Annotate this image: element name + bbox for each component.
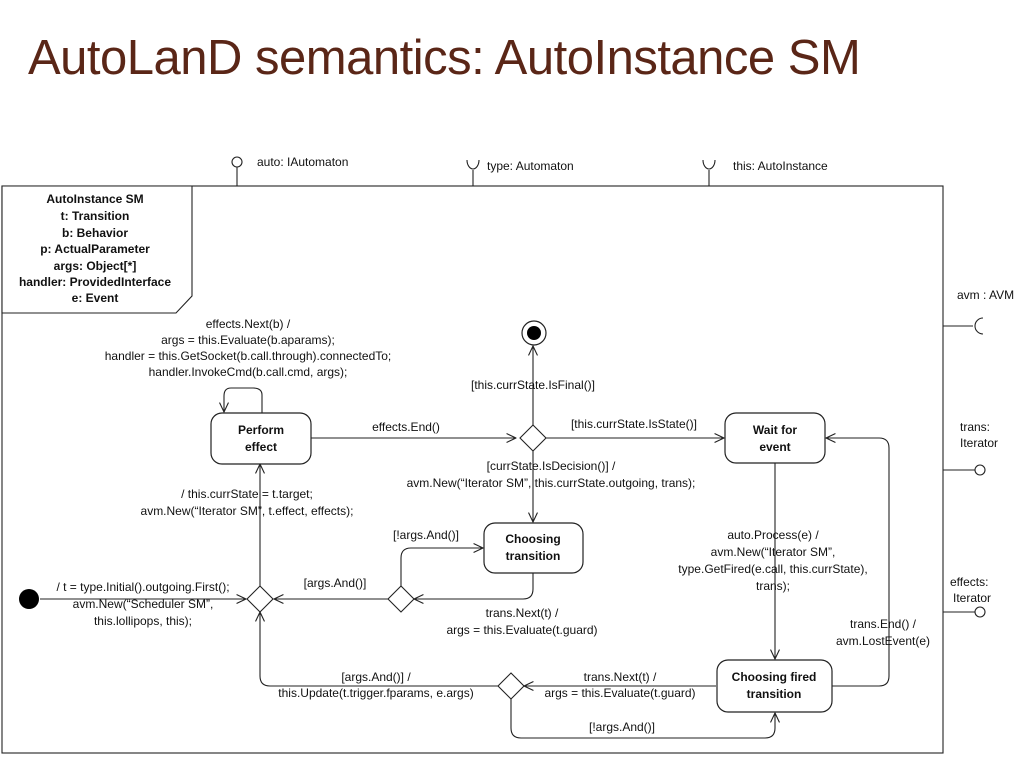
label-to-perform-line-1: / this.currState = t.target; — [181, 487, 313, 501]
label-is-state: [this.currState.IsState()] — [571, 417, 697, 431]
context-line-p: p: ActualParameter — [40, 242, 150, 256]
label-args-update: [args.And()] / this.Update(t.trigger.fpa… — [278, 670, 473, 700]
context-line-t: t: Transition — [61, 209, 130, 223]
decision-node-choosing — [387, 585, 415, 613]
label-auto-process-line-4: trans); — [756, 579, 790, 593]
label-trans-next-2: trans.Next(t) / args = this.Evaluate(t.g… — [544, 670, 695, 700]
label-self-loop: effects.Next(b) / args = this.Evaluate(b… — [105, 317, 392, 379]
label-is-decision: [currState.IsDecision()] / avm.New(“Iter… — [407, 459, 696, 490]
label-trans-next-1-line-1: trans.Next(t) / — [486, 606, 559, 620]
transition-args-update — [260, 612, 498, 687]
state-choosing-transition: Choosing transition — [483, 522, 584, 574]
label-is-decision-line-2: avm.New(“Iterator SM”, this.currState.ou… — [407, 476, 696, 490]
label-self-loop-line-4: handler.InvokeCmd(b.call.cmd, args); — [149, 365, 348, 379]
label-trans-next-1: trans.Next(t) / args = this.Evaluate(t.g… — [446, 606, 597, 637]
transition-trans-end — [826, 438, 890, 687]
state-perform-effect-line-1: Perform — [238, 423, 284, 437]
label-trans-next-2-line-2: args = this.Evaluate(t.guard) — [544, 686, 695, 700]
label-initial: / t = type.Initial().outgoing.First(); a… — [56, 580, 229, 628]
slide-title: AutoLanD semantics: AutoInstance SM — [28, 31, 861, 85]
label-auto-process-line-2: avm.New(“Iterator SM”, — [711, 545, 836, 559]
context-line-args: args: Object[*] — [54, 259, 137, 273]
label-auto-process: auto.Process(e) / avm.New(“Iterator SM”,… — [678, 528, 867, 593]
port-avm: avm : AVM — [943, 288, 1014, 335]
context-line-b: b: Behavior — [62, 226, 128, 240]
context-line-p-type: ActualParameter — [54, 242, 150, 256]
port-auto: auto: IAutomaton — [231, 155, 348, 186]
context-line-p-label: p: — [40, 242, 54, 256]
label-is-decision-line-1: [currState.IsDecision()] / — [487, 459, 616, 473]
state-wait-for-event-line-2: event — [759, 440, 790, 454]
socket-icon — [466, 159, 480, 170]
port-effects-label-1: effects: — [950, 575, 988, 589]
socket-icon — [974, 317, 984, 335]
transition-trans-next-1 — [414, 573, 534, 599]
context-line-handler-label: handler: — [19, 275, 70, 289]
state-choosing-transition-line-2: transition — [506, 549, 561, 563]
label-to-perform-line-2: avm.New(“Iterator SM”, t.effect, effects… — [141, 504, 354, 518]
lollipop-icon — [974, 606, 986, 618]
state-choosing-fired-transition: Choosing fired transition — [716, 659, 833, 713]
label-auto-process-line-3: type.GetFired(e.call, this.currState), — [678, 562, 867, 576]
label-args-update-line-1: [args.And()] / — [341, 670, 411, 684]
label-args-update-line-2: this.Update(t.trigger.fparams, e.args) — [278, 686, 473, 700]
context-line-handler: handler: ProvidedInterface — [19, 275, 171, 289]
port-auto-label: auto: IAutomaton — [257, 155, 348, 169]
state-choosing-fired-line-2: transition — [747, 687, 802, 701]
label-self-loop-line-1: effects.Next(b) / — [206, 317, 291, 331]
initial-pseudostate — [19, 589, 39, 609]
transition-self-loop — [224, 387, 263, 413]
socket-icon — [702, 159, 716, 170]
label-args-and: [args.And()] — [304, 576, 367, 590]
port-trans-label-1: trans: — [960, 420, 990, 434]
port-effects-label-2: Iterator — [953, 591, 991, 605]
label-not-args-2: [!args.And()] — [589, 720, 655, 734]
state-wait-for-event-line-1: Wait for — [753, 423, 798, 437]
label-to-perform: / this.currState = t.target; avm.New(“It… — [141, 487, 354, 518]
state-perform-effect: Perform effect — [210, 412, 312, 465]
port-this: this: AutoInstance — [702, 159, 828, 186]
port-trans: trans: Iterator — [943, 420, 998, 476]
transition-not-args-2 — [510, 699, 775, 739]
label-trans-next-1-line-2: args = this.Evaluate(t.guard) — [446, 623, 597, 637]
context-box — [1, 185, 193, 314]
port-type: type: Automaton — [466, 159, 574, 186]
final-state — [521, 320, 547, 346]
decision-node-main — [519, 424, 547, 452]
label-self-loop-line-3: handler = this.GetSocket(b.call.through)… — [105, 349, 392, 363]
label-self-loop-line-2: args = this.Evaluate(b.aparams); — [161, 333, 335, 347]
state-perform-effect-line-2: effect — [245, 440, 277, 454]
context-box-title: AutoInstance SM — [46, 192, 143, 206]
label-not-args-1: [!args.And()] — [393, 528, 459, 542]
port-this-label: this: AutoInstance — [733, 159, 828, 173]
junction-node — [246, 585, 274, 613]
label-trans-end-line-2: avm.LostEvent(e) — [836, 634, 930, 648]
label-trans-end-line-1: trans.End() / — [850, 617, 917, 631]
label-initial-line-2: avm.New(“Scheduler SM”, — [73, 597, 214, 611]
label-auto-process-line-1: auto.Process(e) / — [727, 528, 819, 542]
state-choosing-transition-line-1: Choosing — [505, 532, 560, 546]
context-line-e: e: Event — [72, 291, 119, 305]
label-trans-next-2-line-1: trans.Next(t) / — [584, 670, 657, 684]
decision-node-fired — [497, 672, 525, 700]
label-effects-end: effects.End() — [372, 420, 440, 434]
lollipop-icon — [974, 464, 986, 476]
label-trans-end: trans.End() / avm.LostEvent(e) — [836, 617, 930, 648]
port-type-label: type: Automaton — [487, 159, 574, 173]
state-choosing-fired-line-1: Choosing fired — [732, 670, 817, 684]
port-effects: effects: Iterator — [943, 575, 991, 618]
label-initial-line-1: / t = type.Initial().outgoing.First(); — [56, 580, 229, 594]
port-avm-label: avm : AVM — [957, 288, 1014, 302]
lollipop-icon — [231, 156, 243, 168]
context-line-handler-type: ProvidedInterface — [70, 275, 172, 289]
port-trans-label-2: Iterator — [960, 436, 998, 450]
label-initial-line-3: this.lollipops, this); — [94, 614, 192, 628]
label-is-final: [this.currState.IsFinal()] — [471, 378, 595, 392]
transition-not-args-1 — [400, 548, 483, 586]
state-wait-for-event: Wait for event — [724, 412, 826, 464]
